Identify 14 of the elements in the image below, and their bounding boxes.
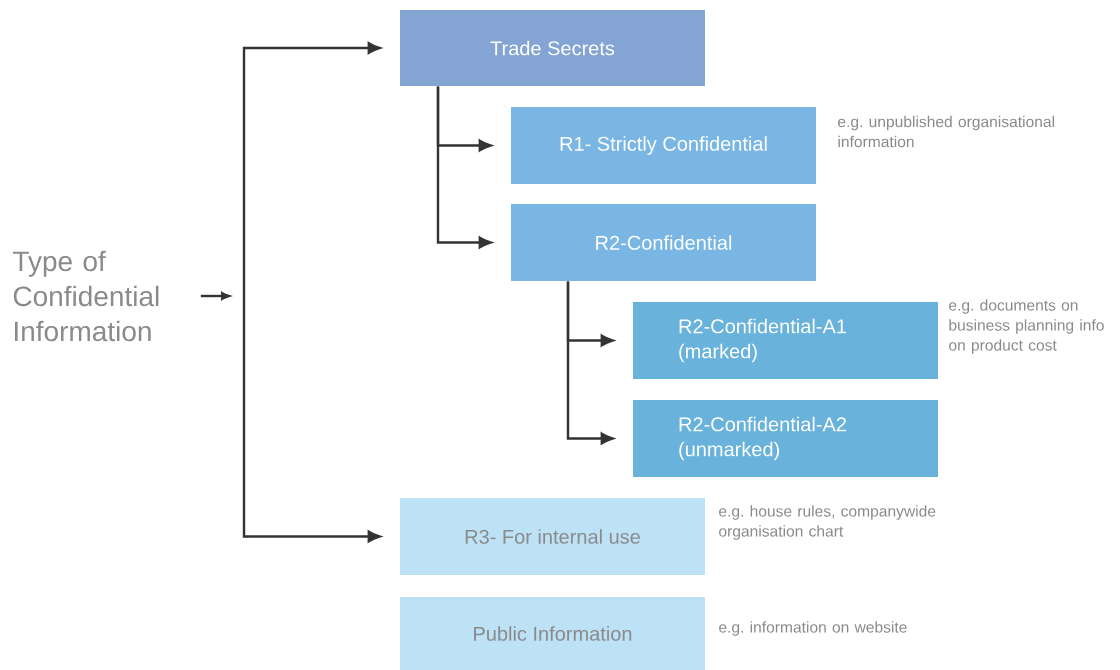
arrow [242, 42, 381, 296]
example-note: e.g. unpublished organisational information [838, 115, 1054, 148]
category-box: R1- Strictly Confidential [511, 107, 816, 184]
category-box: R3- For internal use [400, 498, 705, 575]
category-box: R2-Confidential-A1 (marked) [633, 302, 938, 379]
category-box: Public Information [400, 597, 705, 670]
example-note: e.g. house rules, companywide organisation chart [719, 505, 936, 540]
category-box: R2-Confidential [511, 204, 816, 281]
category-box: R2-Confidential-A2 (unmarked) [633, 400, 938, 477]
arrow [221, 292, 230, 300]
category-box: Trade Secrets [400, 10, 705, 86]
example-note: e.g. information on website [719, 621, 907, 636]
example-note: e.g. documents on business planning info on product cost [949, 299, 1104, 354]
category-heading: Type of Confidential Information [13, 250, 159, 342]
